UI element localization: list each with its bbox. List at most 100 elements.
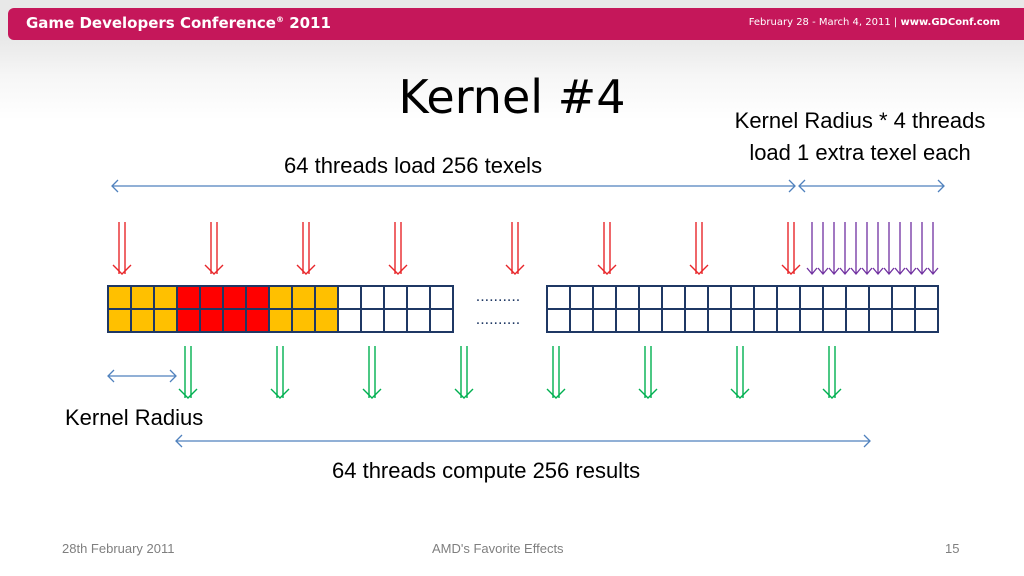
green-compute-arrow-head (546, 388, 566, 399)
texel-cell (592, 285, 617, 310)
red-load-arrow-head (296, 264, 316, 275)
texel-cell (776, 285, 801, 310)
texel-cell (753, 285, 778, 310)
purple-load-arrow-head (883, 267, 895, 276)
texel-cell (245, 308, 270, 333)
purple-load-arrow-head (916, 267, 928, 276)
texel-cell (638, 308, 663, 333)
purple-load-arrow-head (806, 267, 818, 276)
green-compute-arrow-head (822, 388, 842, 399)
texel-cell (638, 285, 663, 310)
load-span-arrow-head-right (788, 179, 796, 193)
texel-cell (799, 308, 824, 333)
texel-cell (429, 308, 454, 333)
red-load-arrow (505, 222, 525, 275)
conference-title: Game Developers Conference (26, 14, 276, 32)
green-compute-arrow-head (270, 388, 290, 399)
texel-cell (546, 285, 571, 310)
texel-cell (314, 308, 339, 333)
texel-cell (615, 285, 640, 310)
label-extra-line2: load 1 extra texel each (749, 140, 971, 165)
texel-cell (153, 285, 178, 310)
banner-bar (8, 8, 1024, 40)
green-compute-arrow-head (178, 388, 198, 399)
green-compute-arrow-head (730, 388, 750, 399)
ellipsis-top: .......... (476, 288, 520, 305)
texel-cell (822, 308, 847, 333)
texel-cell (776, 308, 801, 333)
texel-cell (868, 308, 893, 333)
texel-cell (291, 285, 316, 310)
green-compute-arrow-head (638, 388, 658, 399)
texel-cell (107, 285, 132, 310)
conference-year: 2011 (289, 14, 331, 32)
conference-dates-site: February 28 - March 4, 2011 | www.GDConf… (749, 17, 1000, 28)
load-span-arrow (111, 179, 796, 193)
texel-cell (130, 285, 155, 310)
green-compute-arrow (178, 346, 198, 399)
texel-cell (914, 308, 939, 333)
red-load-arrow-head (781, 264, 801, 275)
extra-span-arrow (798, 179, 945, 193)
texel-cell (822, 285, 847, 310)
texel-cell (914, 285, 939, 310)
red-load-arrow (388, 222, 408, 275)
texel-cell (360, 308, 385, 333)
compute-span-arrow-head-left (175, 434, 183, 448)
texel-cell (199, 285, 224, 310)
purple-load-arrow-head (905, 267, 917, 276)
green-compute-arrow (546, 346, 566, 399)
header-separator: | (893, 17, 898, 28)
texel-cell (176, 308, 201, 333)
texel-cell (222, 308, 247, 333)
label-load-texels: 64 threads load 256 texels (284, 153, 543, 178)
texel-cell (337, 308, 362, 333)
purple-load-arrow-head (839, 267, 851, 276)
texel-grid (107, 285, 939, 333)
texel-cell (383, 308, 408, 333)
texel-cell (845, 285, 870, 310)
texel-cell (291, 308, 316, 333)
texel-cell (799, 285, 824, 310)
purple-load-arrow-head (828, 267, 840, 276)
footer-talk-title: AMD's Favorite Effects (432, 541, 564, 556)
kernel-radius-arrow-head-right (169, 369, 177, 383)
red-load-arrow-head (112, 264, 132, 275)
purple-load-arrow-head (927, 267, 939, 276)
slide-title: Kernel #4 (398, 70, 626, 124)
texel-cell (891, 285, 916, 310)
texel-cell (314, 285, 339, 310)
texel-cell (337, 285, 362, 310)
purple-load-arrow-head (850, 267, 862, 276)
texel-cell (684, 308, 709, 333)
red-load-arrow-head (505, 264, 525, 275)
load-span-arrow-head-left (111, 179, 119, 193)
label-extra-line1: Kernel Radius * 4 threads (734, 108, 986, 133)
footer-page-number: 15 (945, 541, 960, 556)
texel-cell (268, 308, 293, 333)
green-compute-arrow (362, 346, 382, 399)
texel-cell (406, 285, 431, 310)
texel-cell (730, 308, 755, 333)
red-load-arrow (781, 222, 801, 275)
conference-dates: February 28 - March 4, 2011 (748, 17, 891, 28)
conference-name: Game Developers Conference® 2011 (26, 14, 331, 32)
texel-cell (661, 308, 686, 333)
kernel-radius-arrow (107, 369, 177, 383)
texel-cell (615, 308, 640, 333)
texel-cell (891, 308, 916, 333)
texel-cell (569, 285, 594, 310)
conference-website: www.GDConf.com (900, 17, 1000, 28)
texel-cell (199, 308, 224, 333)
texel-cell (753, 308, 778, 333)
red-load-arrow (597, 222, 617, 275)
texel-cell (245, 285, 270, 310)
compute-arrows (178, 346, 842, 399)
texel-cell (176, 285, 201, 310)
footer-date: 28th February 2011 (62, 541, 175, 556)
green-compute-arrow (454, 346, 474, 399)
texel-cell (730, 285, 755, 310)
green-compute-arrow-head (454, 388, 474, 399)
texel-cell (107, 308, 132, 333)
texel-cell (592, 308, 617, 333)
